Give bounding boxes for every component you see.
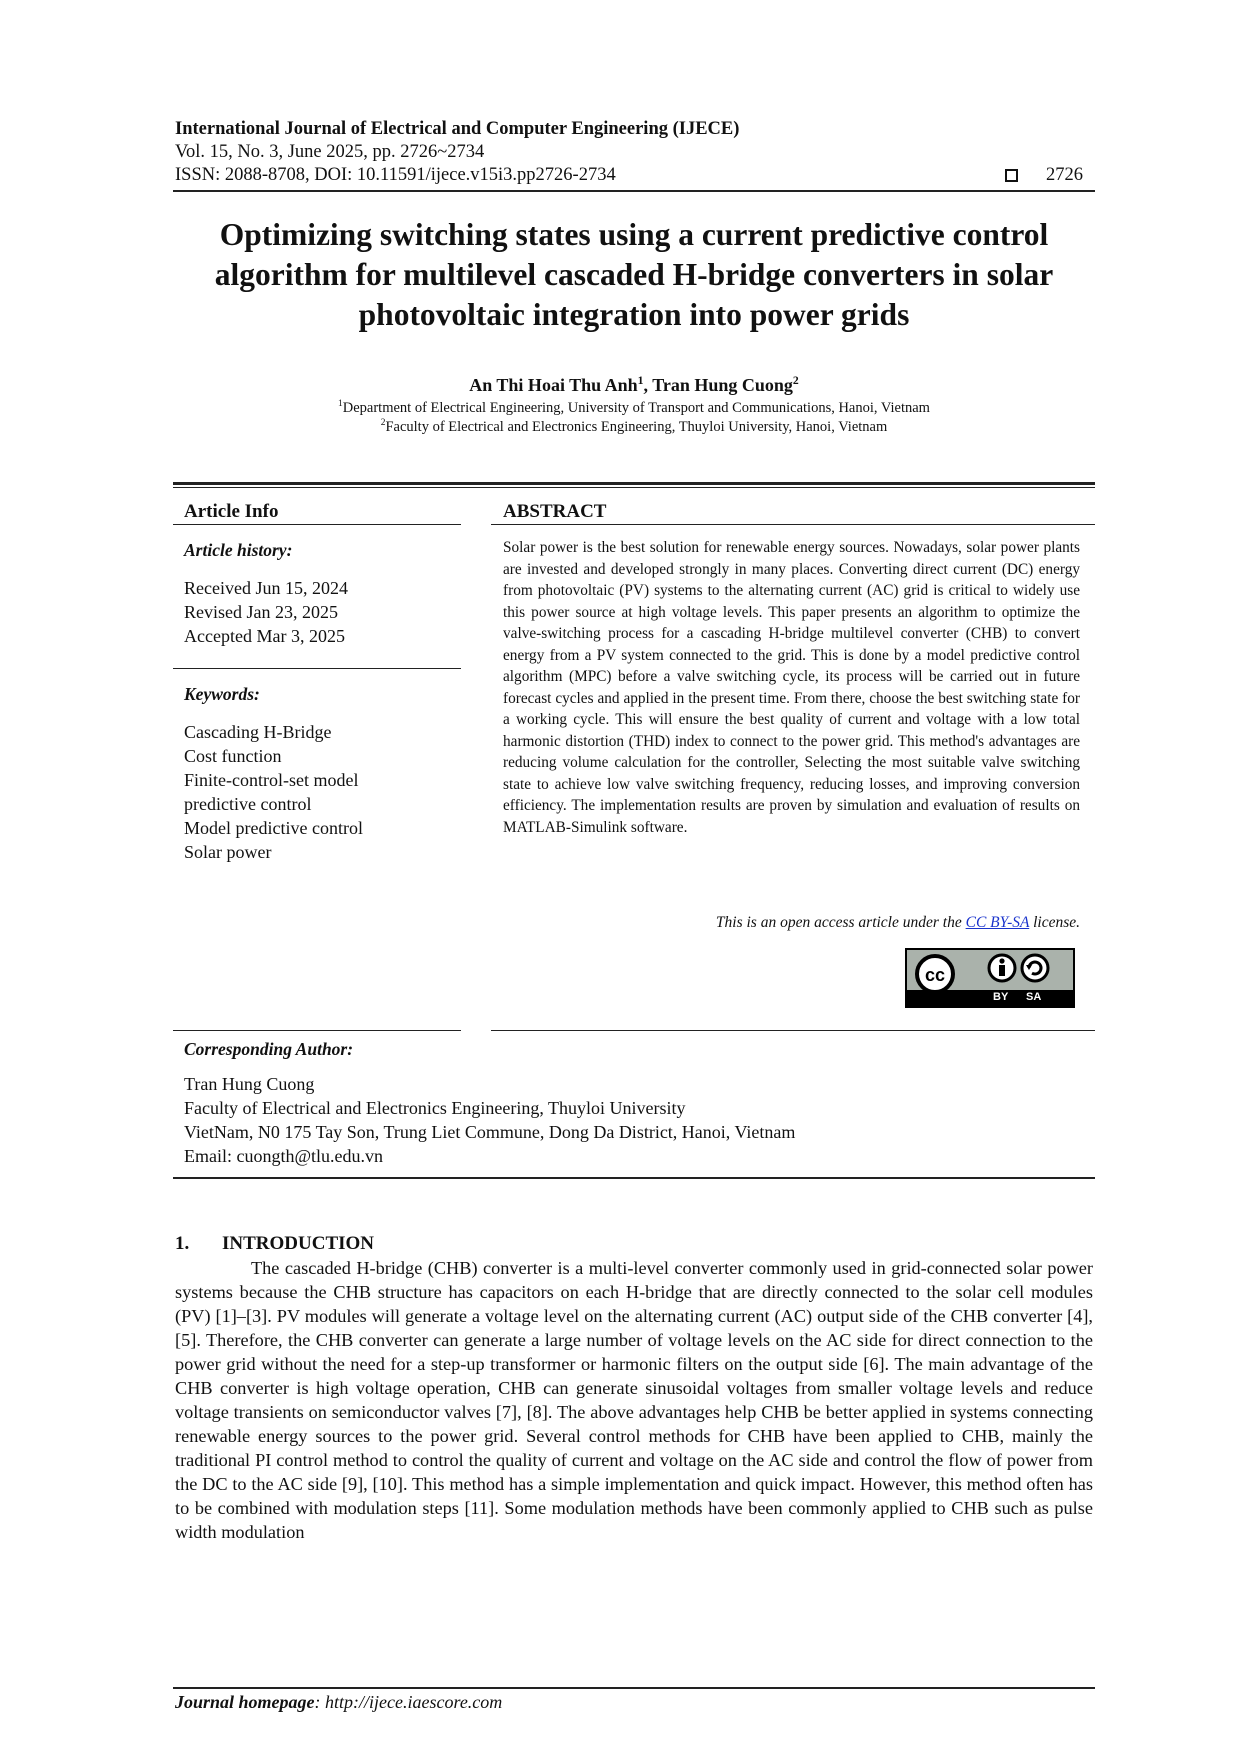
keyword: Finite-control-set model bbox=[184, 770, 359, 790]
homepage-label: Journal homepage bbox=[175, 1692, 315, 1712]
article-history-list: Received Jun 15, 2024 Revised Jan 23, 20… bbox=[184, 576, 348, 648]
author-name: Tran Hung Cuong bbox=[652, 375, 793, 395]
corresponding-author-address: VietNam, N0 175 Tay Son, Trung Liet Comm… bbox=[184, 1122, 796, 1142]
affiliation: 1Department of Electrical Engineering, U… bbox=[175, 399, 1093, 417]
open-access-prefix: This is an open access article under the bbox=[715, 914, 966, 931]
info-box-bottom-rule bbox=[173, 1177, 1095, 1179]
footer-rule bbox=[173, 1687, 1095, 1689]
keyword: predictive control bbox=[184, 794, 312, 814]
left-column-bottom-rule bbox=[173, 1030, 461, 1031]
author-list: An Thi Hoai Thu Anh1, Tran Hung Cuong2 bbox=[175, 375, 1093, 396]
affiliation-marker: 1 bbox=[338, 399, 343, 410]
info-box-top-rule bbox=[173, 482, 1095, 485]
article-info-heading: Article Info bbox=[184, 501, 279, 522]
right-column-bottom-rule bbox=[491, 1030, 1095, 1031]
info-box-top-rule-thin bbox=[173, 487, 1095, 488]
square-bullet-icon bbox=[1005, 169, 1018, 182]
badge-by-label: BY bbox=[993, 991, 1009, 1003]
page-number: 2726 bbox=[1046, 165, 1083, 185]
keywords-list: Cascading H-Bridge Cost function Finite-… bbox=[184, 720, 363, 864]
received-date: Received Jun 15, 2024 bbox=[184, 578, 348, 598]
keyword: Model predictive control bbox=[184, 818, 363, 838]
keywords-rule bbox=[173, 668, 461, 669]
badge-label-bar: BY SA bbox=[907, 990, 1073, 1006]
paper-title: Optimizing switching states using a curr… bbox=[214, 217, 1054, 332]
keywords-heading: Keywords: bbox=[184, 684, 260, 704]
volume-line: Vol. 15, No. 3, June 2025, pp. 2726~2734 bbox=[175, 142, 485, 162]
affiliation: 2Faculty of Electrical and Electronics E… bbox=[175, 418, 1093, 436]
article-history-heading: Article history: bbox=[184, 540, 293, 560]
corresponding-author-email: Email: cuongth@tlu.edu.vn bbox=[184, 1146, 384, 1166]
issn-doi-line: ISSN: 2088-8708, DOI: 10.11591/ijece.v15… bbox=[175, 165, 616, 185]
abstract-rule bbox=[491, 524, 1095, 525]
corresponding-author-heading: Corresponding Author: bbox=[184, 1039, 354, 1059]
affiliation-text: Department of Electrical Engineering, Un… bbox=[342, 400, 930, 416]
homepage-colon: : bbox=[314, 1692, 326, 1712]
introduction-heading: 1. INTRODUCTION bbox=[175, 1233, 374, 1255]
open-access-notice: This is an open access article under the… bbox=[500, 914, 1080, 932]
author-name: An Thi Hoai Thu Anh bbox=[469, 375, 638, 395]
badge-sa-label: SA bbox=[1026, 991, 1042, 1003]
keyword: Cascading H-Bridge bbox=[184, 722, 332, 742]
affiliation-text: Faculty of Electrical and Electronics En… bbox=[385, 419, 888, 435]
author-affiliation-marker: 2 bbox=[792, 374, 799, 387]
homepage-url[interactable]: http://ijece.iaescore.com bbox=[325, 1692, 503, 1712]
journal-name: International Journal of Electrical and … bbox=[175, 119, 740, 139]
introduction-text: The cascaded H-bridge (CHB) converter is… bbox=[175, 1258, 1093, 1542]
corresponding-author-details: Tran Hung Cuong Faculty of Electrical an… bbox=[184, 1072, 795, 1168]
affiliation-marker: 2 bbox=[380, 418, 386, 429]
corresponding-author-name: Tran Hung Cuong bbox=[184, 1074, 315, 1094]
journal-homepage: Journal homepage: http://ijece.iaescore.… bbox=[175, 1692, 502, 1713]
keyword: Solar power bbox=[184, 842, 272, 862]
cc-by-sa-badge[interactable]: cc BY SA bbox=[905, 948, 1075, 1008]
corresponding-author-dept: Faculty of Electrical and Electronics En… bbox=[184, 1098, 686, 1118]
article-info-rule bbox=[173, 524, 461, 525]
author-separator: , bbox=[643, 375, 653, 395]
keyword: Cost function bbox=[184, 746, 282, 766]
open-access-suffix: license. bbox=[1029, 914, 1080, 931]
abstract-text: Solar power is the best solution for ren… bbox=[503, 539, 1080, 836]
cc-logo-text: cc bbox=[925, 965, 945, 985]
section-number: 1. bbox=[175, 1233, 190, 1254]
section-title: INTRODUCTION bbox=[222, 1233, 375, 1254]
accepted-date: Accepted Mar 3, 2025 bbox=[184, 626, 345, 646]
header-rule bbox=[173, 190, 1095, 192]
abstract-heading: ABSTRACT bbox=[503, 501, 607, 522]
author-affiliation-marker: 1 bbox=[637, 374, 644, 387]
cc-logo-icon: cc bbox=[915, 953, 1050, 990]
cc-by-sa-link[interactable]: CC BY-SA bbox=[965, 914, 1030, 931]
revised-date: Revised Jan 23, 2025 bbox=[184, 602, 338, 622]
